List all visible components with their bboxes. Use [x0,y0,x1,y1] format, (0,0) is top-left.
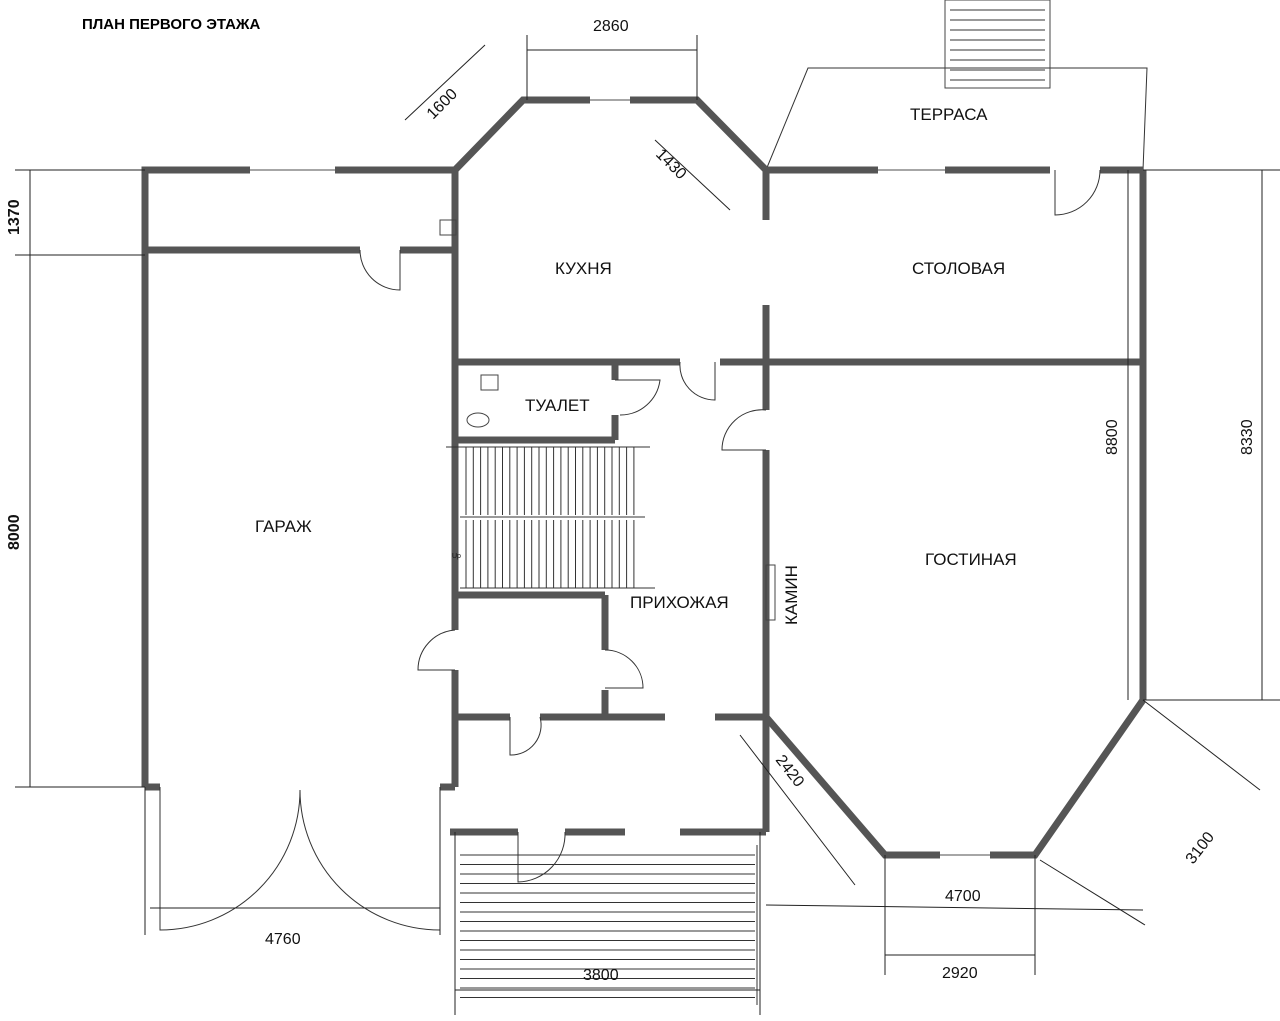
room-dining: СТОЛОВАЯ [912,259,1005,278]
toilet-icon [466,412,490,428]
fixtures [439,219,776,621]
dim-living-width: 4700 [945,888,981,905]
dim-living-bottom: 2920 [942,965,978,982]
terrace-stairs [944,0,1051,89]
walls [141,96,1147,859]
dim-kitchen-diag-right: 1430 [652,146,689,183]
doors [159,169,1101,931]
dim-garage-width: 4760 [265,931,301,948]
fireplace-icon [765,564,776,621]
plan-title: ПЛАН ПЕРВОГО ЭТАЖА [82,16,260,33]
sink-icon [480,374,499,391]
dim-left-top: 1370 [6,199,23,235]
dim-porch-width: 3800 [583,967,619,984]
room-fireplace: КАМИН [782,565,801,625]
sink-icon [439,219,457,236]
room-terrace: ТЕРРАСА [910,105,988,124]
dim-right-outer: 8330 [1239,419,1256,455]
dim-kitchen-top: 2860 [593,18,629,35]
stair-up-label: Up [452,553,461,560]
terrace-outline [765,67,1148,171]
room-toilet: ТУАЛЕТ [525,396,590,415]
room-hall: ПРИХОЖАЯ [630,593,729,612]
room-garage: ГАРАЖ [255,517,312,536]
dim-living-diag-right: 3100 [1183,829,1218,868]
internal-stairs [446,446,655,589]
dim-right-inner: 8800 [1104,419,1121,455]
porch-stairs [454,845,758,1005]
room-living: ГОСТИНАЯ [925,550,1017,569]
dimension-lines [15,35,1280,1015]
room-kitchen: КУХНЯ [555,259,612,278]
dim-left-main: 8000 [6,514,23,550]
dim-kitchen-diag-left: 1600 [424,86,461,123]
